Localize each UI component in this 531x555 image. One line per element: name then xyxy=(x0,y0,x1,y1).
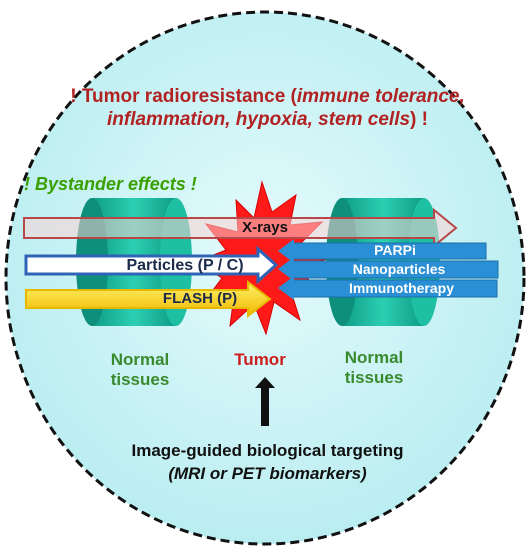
nanoparticles-bar xyxy=(278,257,499,281)
xrays-arrow xyxy=(23,207,458,249)
tumor-label: Tumor xyxy=(234,350,286,369)
imaging-up-arrow xyxy=(255,377,275,426)
normal-tissues-left-label: Normal tissues xyxy=(110,350,170,390)
immunotherapy-label: Immunotherapy xyxy=(348,280,454,296)
radioresistance-suffix: ) ! xyxy=(410,108,428,130)
radioresistance-prefix: ! Tumor radioresistance ( xyxy=(70,86,297,107)
immunotherapy-bar xyxy=(278,276,498,300)
xrays-label: X-rays xyxy=(242,219,288,236)
flash-label: FLASH (P) xyxy=(162,290,238,307)
radioresistance-causes: immune tolerance, inflammation, hypoxia,… xyxy=(107,86,465,130)
normal-tissues-right-label: Normal tissues xyxy=(344,348,404,388)
tumor-radioresistance-text: ! Tumor radioresistance (immune toleranc… xyxy=(70,86,465,132)
particles-label: Particles (P / C) xyxy=(126,257,244,274)
particles-arrow xyxy=(24,245,279,285)
parpi-label: PARPi xyxy=(374,242,416,258)
parpi-bar xyxy=(278,239,487,263)
image-guided-targeting-label: Image-guided biological targeting xyxy=(131,441,404,460)
nanoparticles-label: Nanoparticles xyxy=(352,261,446,277)
imaging-biomarkers-label: (MRI or PET biomarkers) xyxy=(168,464,367,483)
bystander-effects-text: ! Bystander effects ! xyxy=(24,174,197,194)
flash-arrow xyxy=(25,279,272,319)
